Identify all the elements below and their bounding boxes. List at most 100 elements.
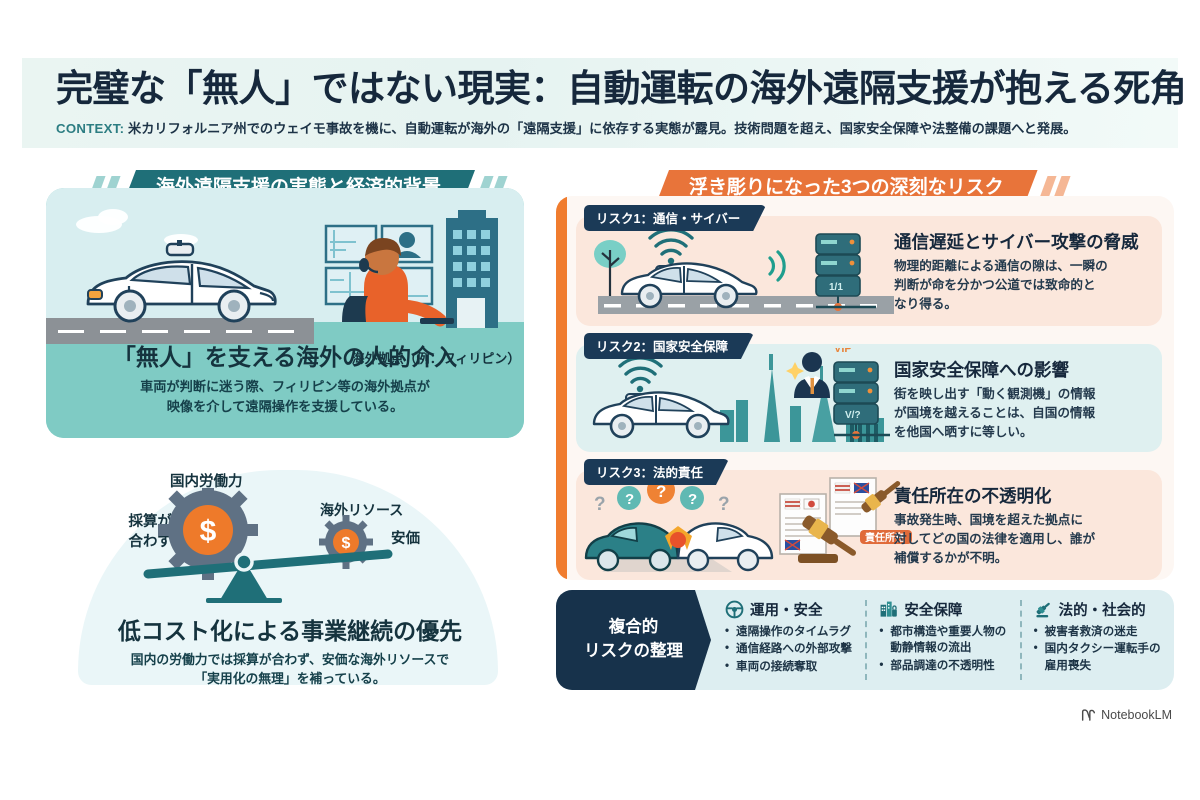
header-band: 完璧な「無人」ではない現実：自動運転の海外遠隔支援が抱える死角 CONTEXT:…	[22, 58, 1187, 148]
risk-3-tag: リスク3：法的責任	[584, 459, 729, 485]
risk-1-heading: 通信遅延とサイバー攻撃の脅威	[894, 232, 1139, 252]
risk-2-body: 街を映し出す「動く観測機」の情報 が国境を越えることは、自国の情報 を他国へ晒す…	[894, 385, 1148, 442]
road-dash	[268, 330, 294, 333]
risk-2-text: 国家安全保障への影響 街を映し出す「動く観測機」の情報 が国境を越えることは、自…	[894, 360, 1148, 442]
left-caption-body: 車両が判断に迷う際、フィリピン等の海外拠点が 映像を介して遠隔操作を支援している…	[46, 377, 524, 417]
summary-col-3-head: 法的・社会的	[1034, 599, 1168, 620]
risk-1-illustration: 1/1	[594, 228, 894, 314]
context-text: 米カリフォルニア州でのウェイモ事故を機に、自動運転が海外の「遠隔支援」に依存する…	[128, 120, 1077, 136]
risk-3-illustration: ? ? ? ? ?	[584, 476, 912, 572]
gavel-icon	[1036, 602, 1050, 618]
dollar-symbol-small: $	[342, 535, 351, 552]
summary-col-1-item-2: 通信経路への外部攻撃	[725, 640, 859, 657]
risk-2-body-line1: 街を映し出す「動く観測機」の情報	[894, 386, 1096, 401]
building-lock-icon	[880, 601, 898, 617]
question-mark-icon: ?	[656, 482, 666, 501]
risk-2-illustration: VIP V/?	[592, 348, 890, 442]
summary-col-1-item-1: 遠隔操作のタイムラグ	[725, 623, 859, 640]
summary-column-security: 安全保障 都市構造や重要人物の 動静情報の流出 部品調達の不透明性	[865, 590, 1019, 690]
autonomous-car-illustration	[86, 240, 277, 323]
summary-col-2-head: 安全保障	[879, 599, 1013, 620]
notebooklm-logo-icon	[1082, 708, 1096, 721]
risk-card-2: リスク2：国家安全保障	[576, 344, 1162, 452]
risk-3-body: 事故発生時、国境を超えた拠点に 対してどの国の法律を適用し、誰が 補償するかが不…	[894, 511, 1148, 568]
left-caption-body-line2: 映像を介して遠隔操作を支援している。	[166, 398, 404, 414]
risk-1-body-line1: 物理的距離による通信の隙は、一瞬の	[894, 258, 1108, 273]
summary-col-1-item-3: 車両の接続奪取	[725, 658, 859, 675]
context-label: CONTEXT:	[56, 120, 125, 136]
summary-col-1-head: 運用・安全	[725, 599, 859, 620]
risk-1-body-line2: 判断が命を分かつ公道では致命的と	[894, 278, 1096, 293]
risk-3-text: 責任所在の不透明化 事故発生時、国境を超えた拠点に 対してどの国の法律を適用し、…	[894, 486, 1148, 568]
summary-col-2-label: 安全保障	[904, 603, 963, 619]
panel-accent-bar	[556, 196, 567, 580]
balance-label-overseas: 海外リソース	[320, 502, 404, 518]
summary-col-2-item-1-line2: 動静情報の流出	[890, 641, 972, 655]
balance-body-line2: 「実用化の無理」を補っている。	[194, 671, 386, 687]
summary-title-line2: リスクの整理	[584, 642, 683, 660]
summary-col-2-item-1-line1: 都市構造や重要人物の	[890, 625, 1007, 638]
summary-column-operational: 運用・安全 遠隔操作のタイムラグ 通信経路への外部攻撃 車両の接続奪取	[711, 590, 865, 690]
notebooklm-watermark: NotebookLM	[1081, 708, 1172, 722]
risk-1-tag: リスク1：通信・サイバー	[584, 205, 766, 231]
road-dash	[142, 330, 168, 333]
road-dash	[58, 330, 84, 333]
left-caption: 「無人」を支える海外の人的介入 車両が判断に迷う際、フィリピン等の海外拠点が 映…	[46, 338, 524, 417]
balance-label-cheap: 安価	[391, 531, 420, 547]
balance-caption-title: 低コスト化による事業継続の優先	[117, 618, 463, 644]
risk-3-body-line2: 対してどの国の法律を適用し、誰が	[894, 532, 1096, 547]
cloud-icon	[98, 209, 128, 225]
risk-3-doc-label: 責任所在	[865, 531, 905, 544]
risk-3-heading: 責任所在の不透明化	[894, 486, 1052, 506]
dollar-symbol-large: $	[200, 515, 217, 548]
balance-body-line1: 国内の労働力では採算が合わず、安価な海外リソースで	[130, 652, 450, 667]
road-dash	[184, 330, 210, 333]
risk-1-body: 物理的距離による通信の隙は、一瞬の 判断が命を分かつ公道では致命的と なり得る。	[894, 257, 1148, 314]
risk-card-1: リスク1：通信・サイバー	[576, 216, 1162, 326]
risk-1-server-badge: 1/1	[829, 282, 843, 293]
risk-card-3: リスク3：法的責任 ? ? ? ? ?	[576, 470, 1162, 580]
risk-2-body-line3: を他国へ晒すに等しい。	[894, 425, 1033, 440]
risk-2-heading: 国家安全保障への影響	[894, 360, 1069, 380]
left-caption-title: 「無人」を支える海外の人的介入	[112, 344, 458, 370]
question-mark-icon: ?	[688, 491, 697, 508]
balance-scale-illustration: $ $	[143, 488, 393, 603]
question-mark-icon: ?	[594, 494, 606, 515]
overseas-hub-label: 海外拠点（例：フィリピン）	[351, 351, 521, 366]
risk-2-body-line2: が国境を越えることは、自国の情報	[894, 406, 1096, 421]
summary-col-3-item-2-line1: 国内タクシー運転手の	[1044, 642, 1161, 656]
risk-2-tag: リスク2：国家安全保障	[584, 333, 754, 359]
risk-1-text: 通信遅延とサイバー攻撃の脅威 物理的距離による通信の隙は、一瞬の 判断が命を分か…	[894, 232, 1148, 314]
risk-3-body-line3: 補償するかが不明。	[894, 551, 1008, 566]
vip-badge: VIP	[834, 348, 852, 355]
summary-col-2-item-2: 部品調達の不透明性	[879, 657, 1013, 674]
road-dash	[100, 330, 126, 333]
summary-col-3-item-2: 国内タクシー運転手の 雇用喪失	[1034, 640, 1168, 674]
summary-bar: 複合的 リスクの整理 運用・安全 遠隔操作のタイムラグ 通信経路への外部攻撃 車…	[556, 590, 1174, 690]
summary-col-2-item-1: 都市構造や重要人物の 動静情報の流出	[879, 623, 1013, 657]
risk-2-server-badge: V/?	[845, 410, 861, 421]
question-mark-icon: ?	[625, 491, 634, 508]
notebooklm-watermark-text: NotebookLM	[1101, 708, 1172, 722]
left-caption-body-line1: 車両が判断に迷う際、フィリピン等の海外拠点が	[140, 379, 430, 394]
question-mark-icon: ?	[718, 494, 730, 515]
summary-title: 複合的 リスクの整理	[556, 590, 711, 690]
summary-column-legal: 法的・社会的 被害者救済の迷走 国内タクシー運転手の 雇用喪失	[1019, 590, 1174, 690]
summary-title-line1: 複合的	[608, 618, 659, 637]
context-line: CONTEXT: 米カリフォルニア州でのウェイモ事故を機に、自動運転が海外の「遠…	[56, 118, 1150, 137]
remote-support-illustration: 海外拠点（例：フィリピン）	[46, 188, 524, 438]
steering-wheel-icon	[725, 600, 744, 619]
risk-3-body-line1: 事故発生時、国境を超えた拠点に	[894, 512, 1083, 527]
unprofitable-line2: 合わず	[128, 533, 173, 550]
balance-caption-body: 国内の労働力では採算が合わず、安価な海外リソースで 「実用化の無理」を補っている…	[60, 650, 520, 688]
road-dash	[226, 330, 252, 333]
balance-caption: 低コスト化による事業継続の優先 国内の労働力では採算が合わず、安価な海外リソース…	[60, 612, 520, 688]
summary-col-3-item-1: 被害者救済の迷走	[1034, 623, 1168, 640]
summary-col-1-label: 運用・安全	[750, 603, 823, 619]
risk-1-body-line3: なり得る。	[894, 297, 957, 312]
summary-col-3-item-2-line2: 雇用喪失	[1044, 658, 1092, 672]
risk-panel: リスク1：通信・サイバー	[556, 196, 1174, 580]
page-title: 完璧な「無人」ではない現実：自動運転の海外遠隔支援が抱える死角	[56, 68, 1187, 109]
balance-label-domestic: 国内労働力	[170, 474, 243, 490]
